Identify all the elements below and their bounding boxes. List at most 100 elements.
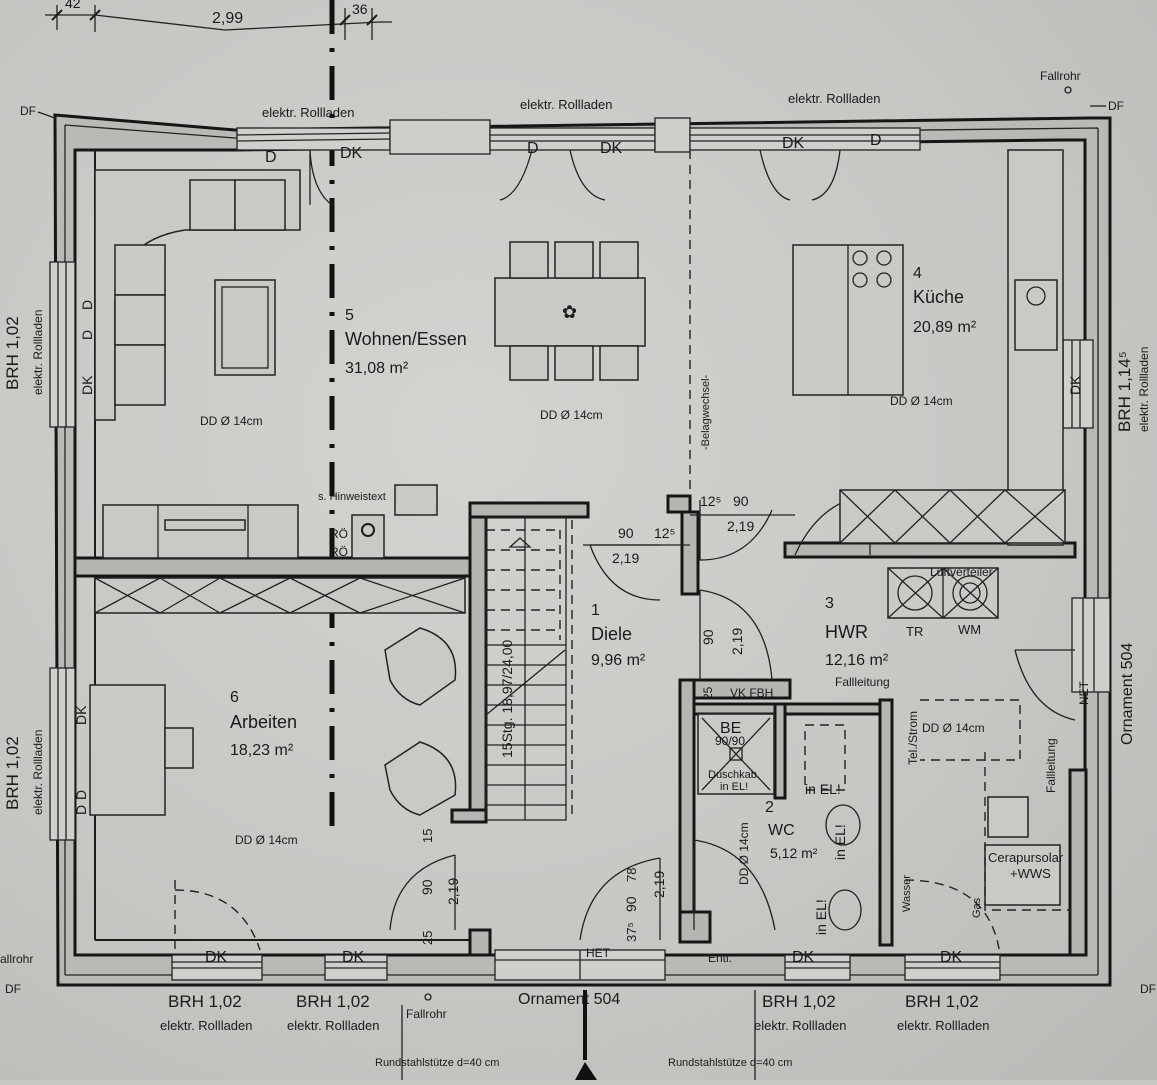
room-name: HWR [825,622,868,642]
cabinet-row [94,577,466,614]
wc-sink [825,804,861,846]
bottom-brh-1: BRH 1,02 [168,992,242,1011]
door-mark: D [265,149,277,166]
room-number: 6 [230,689,239,706]
bottom-brh-4: BRH 1,02 [905,992,979,1011]
room-name: Diele [591,624,632,644]
downpipe-icon [1064,86,1072,94]
column-label-1: Rundstahlstütze d=40 cm [375,1057,499,1069]
room-area: 5,12 m² [770,845,818,861]
bottom-brh-3: BRH 1,02 [762,992,836,1011]
room-area: 12,16 m² [825,652,889,669]
ceiling-outlet-label: DD Ø 14cm [540,408,603,422]
door-mark: DK [782,135,805,152]
column-label-2: Rundstahlstütze d=40 cm [668,1057,792,1069]
left-brh-2: BRH 1,02 [3,736,22,810]
df-top-left: DF [20,104,36,118]
toilet [828,889,862,931]
dim-label: 2,19 [729,628,745,655]
top-window-2-label: elektr. Rollladen [520,97,613,112]
left-shutter-2: elektr. Rollladen [31,730,45,815]
dining-table: ✿ [494,241,646,381]
ceiling-outlet-label: DD Ø 14cm [235,833,298,847]
hint-text-label: s. Hinweistext [318,491,386,503]
room-arbeiten: 6 Arbeiten 18,23 m² [230,689,297,759]
room-area: 20,89 m² [913,319,977,336]
dim-label: 37⁵ [624,922,639,942]
drain-label: Entl. [708,951,732,965]
left-shutter-1: elektr. Rollladen [31,310,45,395]
room-wohnen-essen: 5 Wohnen/Essen 31,08 m² [345,307,467,377]
dim-label: 78 [624,868,639,882]
door-mark: DK [792,949,815,966]
door-mark: D [79,300,95,310]
dim-label: 2,19 [612,550,639,566]
right-windows [1062,339,1111,693]
door-mark: DK [79,375,95,395]
shower-cabin-label: Duschkab. [708,769,760,781]
door-mark: DK [342,949,365,966]
right-ornament: Ornament 504 [1119,643,1136,745]
top-window-3-label: elektr. Rollladen [788,91,881,106]
room-wc: 2 WC 5,12 m² [765,799,818,861]
ceiling-outlet-label: DD Ø 14cm [737,822,751,885]
ceiling-outlet-label: DD Ø 14cm [922,721,985,735]
df-bottom-left: DF [5,982,21,996]
dim-label: 90 [419,879,435,895]
bottom-ornament: Ornament 504 [518,991,620,1008]
interior-walls [73,494,1088,957]
hwr-sink [987,796,1029,838]
flue-label: RÖ [330,545,348,559]
df-top-right: DF [1108,99,1124,113]
shower-label: BE [720,720,741,737]
room-name: Arbeiten [230,712,297,732]
door-marks: D DK D DK DK D D D DK DK D D DK DK DK DK… [73,132,1083,966]
left-windows [49,261,76,841]
shower [697,713,775,795]
kitchen-island [792,244,904,396]
flower-decoration: ✿ [562,302,577,322]
dim-label: 25 [701,686,715,700]
room-area: 31,08 m² [345,360,409,377]
bottom-shutter-1: elektr. Rollladen [160,1018,253,1033]
door-mark: D [870,132,882,149]
door-mark: DK [205,949,228,966]
floor-change-label: -Belagwechsel- [700,374,712,450]
north-arrow-icon [575,1062,597,1080]
in-el-note: in EL! [832,824,848,860]
door-mark: D [527,140,539,157]
fallleitung-label: Fallleitung [1044,738,1058,793]
room-kueche: 4 Küche 20,89 m² [913,265,977,336]
dim-label: 12⁵ [654,525,675,541]
door-mark: DK [940,949,963,966]
dim-label: 90 [623,896,639,912]
fallrohr-bottom: Fallrohr [406,1007,447,1021]
room-number: 1 [591,602,600,619]
room-number: 5 [345,307,354,324]
ventilation-label: Lüftverteiler [930,565,993,579]
door-mark: DK [73,705,89,725]
in-el-note: in EL! [813,899,829,935]
fireplace [351,484,438,559]
door-mark: D [73,805,89,815]
dim-42: 42 [65,0,81,11]
room-name: WC [768,822,795,839]
dim-label: 15 [420,829,435,843]
desk [89,684,194,816]
door-mark: D [79,330,95,340]
boiler-sub-label: +WWS [1010,866,1051,881]
door-mark: DK [340,145,363,162]
door-mark: DK [1067,375,1083,395]
dim-299: 2,99 [212,10,243,27]
dim-label: 2,19 [445,878,461,905]
room-number: 4 [913,265,922,282]
ceiling-outlet-label: DD Ø 14cm [200,414,263,428]
right-brh: BRH 1,14⁵ [1115,351,1134,432]
gas-connection-label: Gas [971,897,983,918]
tel-power-label: Tel./Strom [906,711,920,765]
washer-dryer [887,567,999,619]
het-label: HET [586,946,611,960]
door-mark: D [73,790,89,800]
